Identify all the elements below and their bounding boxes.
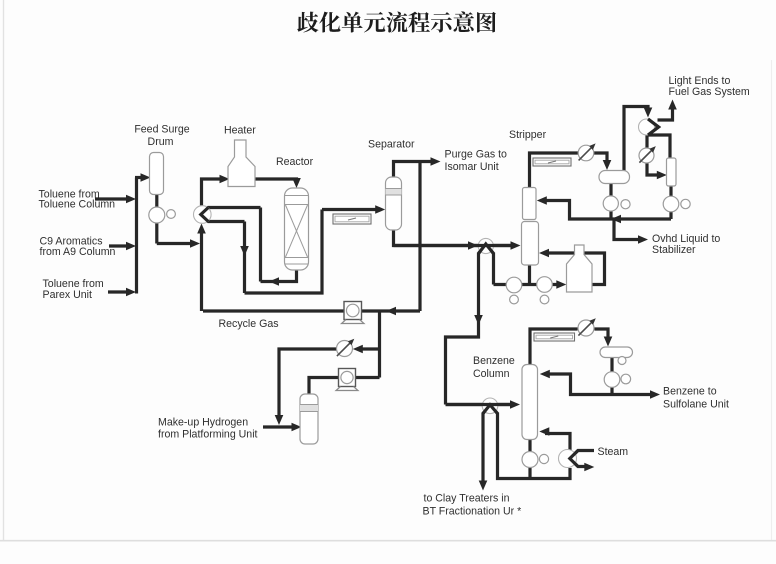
svg-text:Toluene from: Toluene from xyxy=(43,278,104,290)
svg-text:Toluene Column: Toluene Column xyxy=(39,199,116,211)
svg-text:from Platforming Unit: from Platforming Unit xyxy=(158,429,258,441)
svg-text:Make-up Hydrogen: Make-up Hydrogen xyxy=(158,417,248,429)
svg-text:BT Fractionation Ur *: BT Fractionation Ur * xyxy=(423,506,522,518)
svg-text:Column: Column xyxy=(473,368,510,380)
svg-text:Fuel Gas System: Fuel Gas System xyxy=(669,86,750,98)
svg-text:Toluene from: Toluene from xyxy=(39,189,100,201)
svg-text:Sulfolane Unit: Sulfolane Unit xyxy=(663,399,729,411)
svg-text:Light Ends to: Light Ends to xyxy=(669,75,731,87)
svg-text:Recycle Gas: Recycle Gas xyxy=(219,318,279,330)
svg-text:Parex Unit: Parex Unit xyxy=(43,289,93,301)
svg-text:Purge Gas to: Purge Gas to xyxy=(445,149,508,161)
svg-text:Separator: Separator xyxy=(368,139,415,151)
svg-text:C9 Aromatics: C9 Aromatics xyxy=(40,236,103,248)
svg-text:to Clay Treaters in: to Clay Treaters in xyxy=(424,493,510,505)
svg-text:Feed Surge: Feed Surge xyxy=(134,124,189,136)
svg-text:Ovhd Liquid to: Ovhd Liquid to xyxy=(652,233,720,245)
svg-text:Benzene to: Benzene to xyxy=(663,386,717,398)
svg-text:Stripper: Stripper xyxy=(509,129,547,141)
svg-text:from A9 Column: from A9 Column xyxy=(40,246,116,258)
svg-text:Steam: Steam xyxy=(598,446,629,458)
svg-text:Drum: Drum xyxy=(148,136,174,148)
svg-text:Heater: Heater xyxy=(224,125,256,137)
svg-text:Benzene: Benzene xyxy=(473,355,515,367)
svg-text:Isomar Unit: Isomar Unit xyxy=(445,161,499,173)
svg-text:Stabilizer: Stabilizer xyxy=(652,244,696,256)
svg-text:Reactor: Reactor xyxy=(276,156,314,168)
